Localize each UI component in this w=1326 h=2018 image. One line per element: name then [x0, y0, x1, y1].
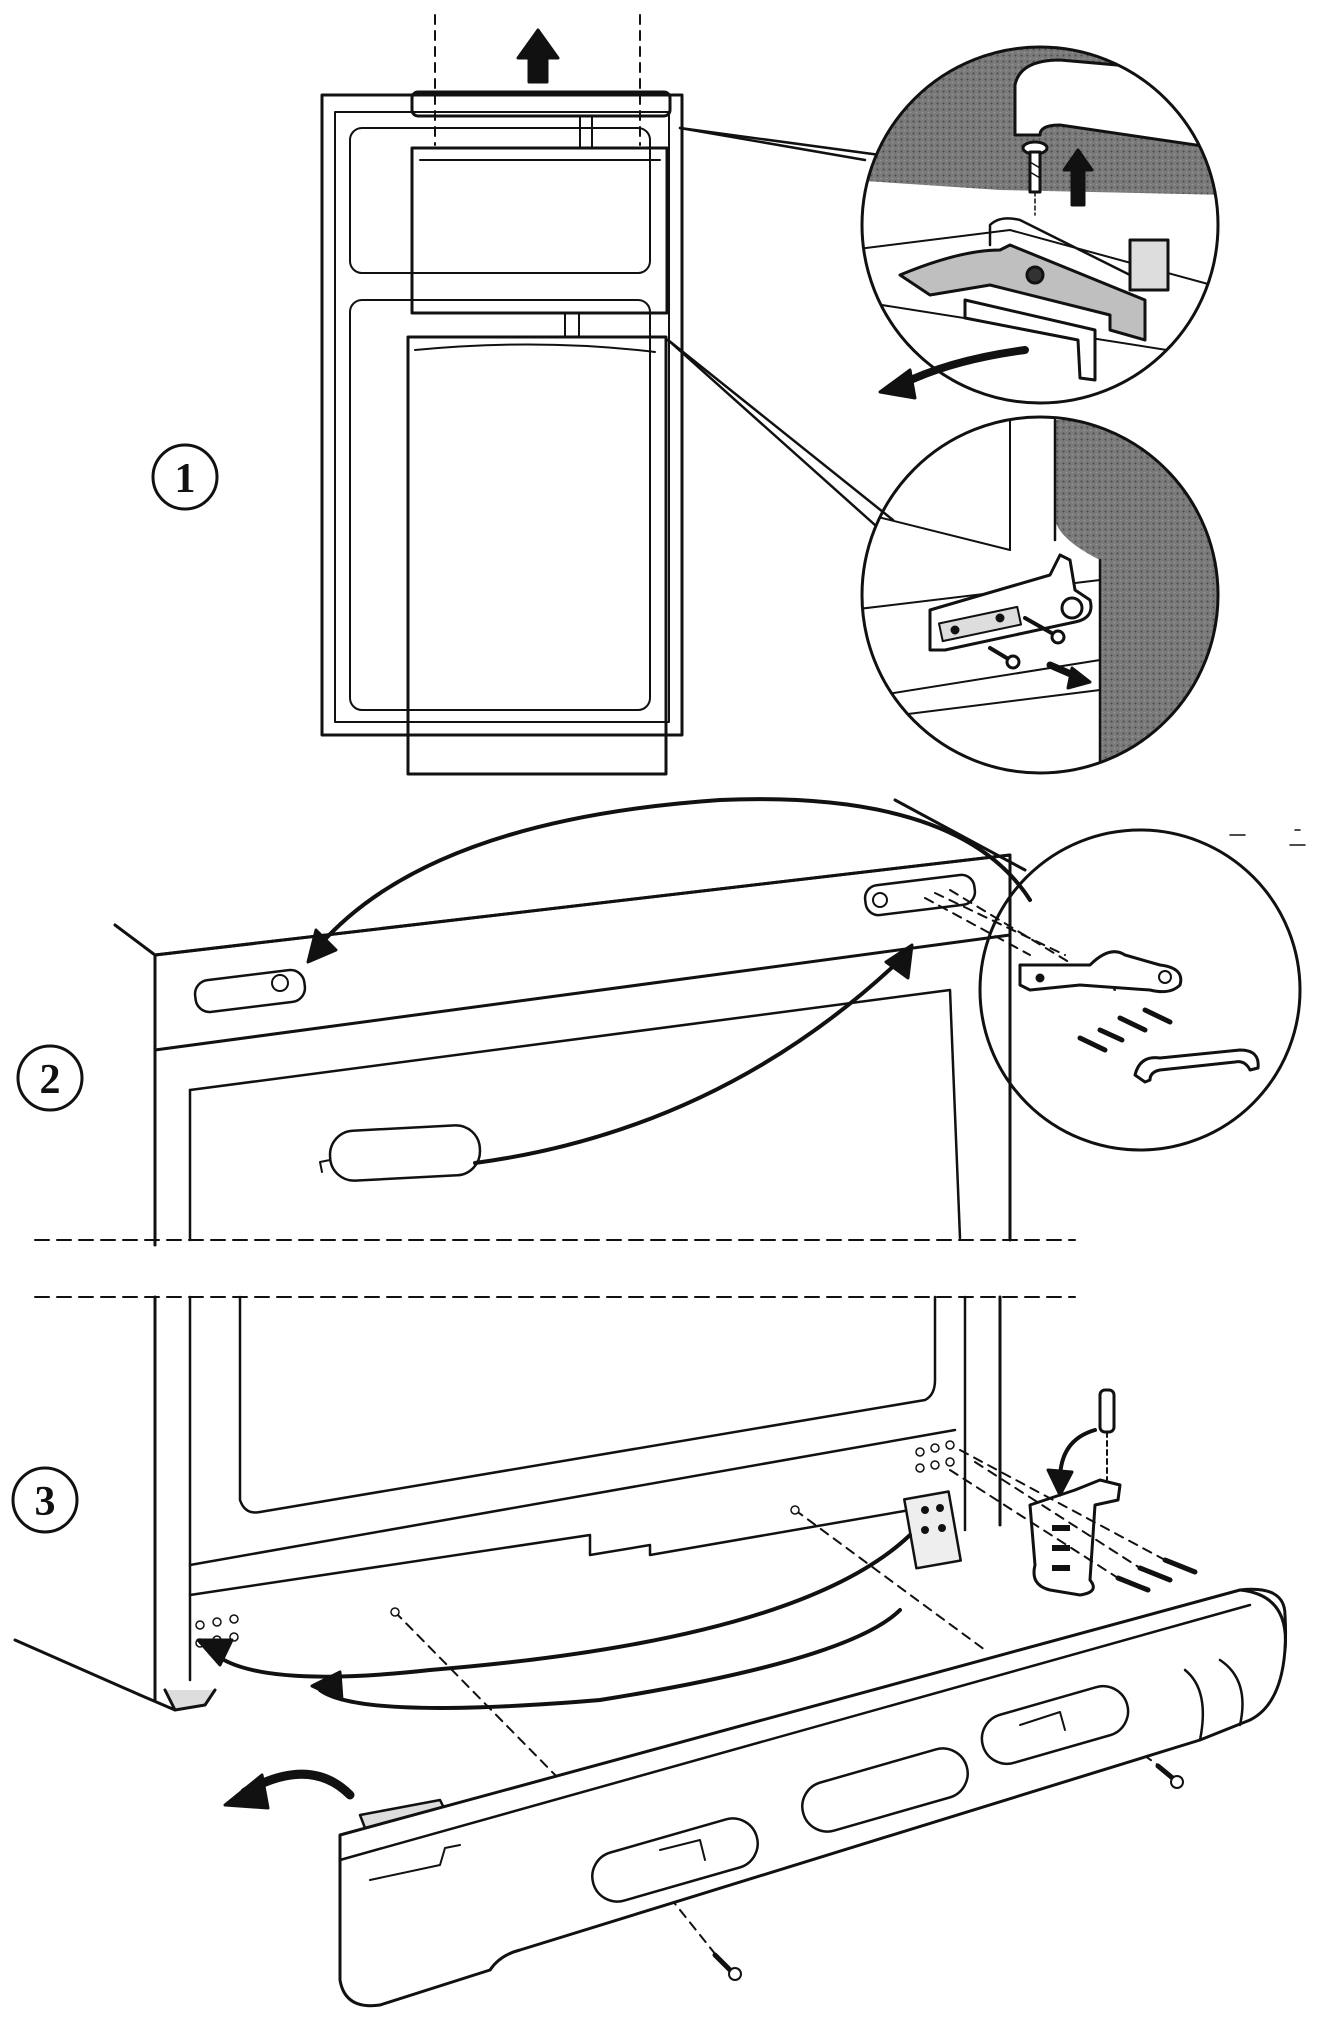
step-badge-1: 1	[151, 443, 219, 511]
step-label-2: 2	[40, 1057, 61, 1103]
cabinet-top-section	[113, 853, 1012, 1247]
freezer-door	[410, 146, 669, 315]
fridge-front-view	[320, 93, 684, 737]
screw-icon	[988, 616, 1066, 670]
screw-icon	[1115, 1557, 1198, 1593]
step-badge-2: 2	[16, 1044, 84, 1112]
callout-leaders	[666, 126, 895, 527]
dashed-guide-line-icon	[34, 1239, 1076, 1298]
step-badge-3: 3	[11, 1466, 79, 1534]
hinge-icon	[1028, 1388, 1122, 1597]
toe-grille	[338, 1587, 1288, 2008]
dashed-guide-line-icon	[434, 14, 641, 146]
top-hinge-cover	[410, 90, 672, 118]
arrow-up-icon	[516, 28, 560, 84]
curved-arrow-icon	[306, 797, 1032, 1165]
top-hinge-detail	[860, 45, 1220, 405]
hinge-icon	[1018, 950, 1183, 994]
curved-arrow-icon	[196, 1533, 912, 1810]
middle-hinge-detail	[860, 415, 1220, 775]
cabinet-bottom-section	[13, 1295, 1002, 1712]
screw-icon	[1021, 140, 1049, 216]
fridge-door	[406, 335, 668, 776]
top-hinge-parts-detail	[978, 828, 1302, 1152]
step-label-1: 1	[175, 456, 196, 502]
step-label-3: 3	[35, 1479, 56, 1525]
screw-icon	[1077, 1007, 1173, 1053]
arrow-up-icon	[1062, 148, 1094, 207]
